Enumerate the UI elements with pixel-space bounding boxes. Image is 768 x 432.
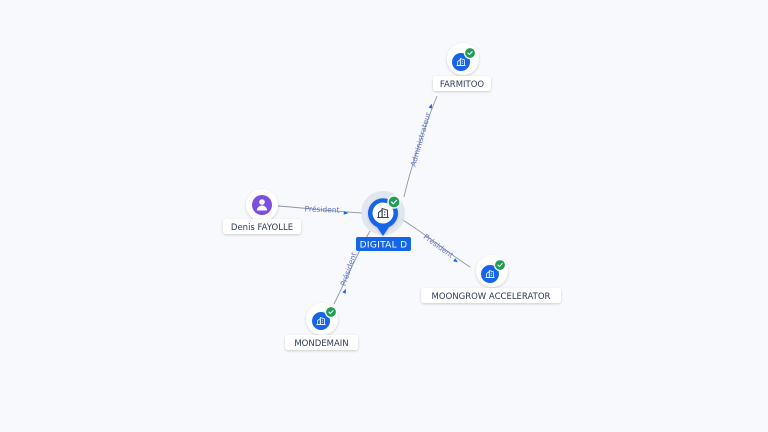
node-disc [252,195,272,215]
label-box [285,335,358,350]
center-pin-inner [372,202,394,224]
edge-line [277,205,363,214]
edge-label: Président [339,251,359,287]
node-label: MONDEMAIN [294,339,348,349]
check-icon [493,258,507,272]
center-node[interactable]: DIGITAL D [356,191,411,251]
label-box [223,219,301,234]
building-icon [377,207,389,219]
edge-label: Président [304,204,339,214]
center-label-badge [356,237,411,251]
edge-label: Administrateur [409,110,433,167]
node-moongrow-accelerator[interactable]: MOONGROW ACCELERATOR [421,255,561,303]
node-label: MOONGROW ACCELERATOR [432,292,551,302]
label-box [433,76,491,91]
label-box [421,288,561,303]
edge-arrow [342,288,347,294]
node-label: FARMITOO [440,80,485,90]
node-disc [312,312,330,330]
edge-arrow [343,211,349,215]
edge-label: Président [422,232,456,260]
edge-line [400,218,471,268]
check-icon [387,195,401,209]
check-icon [463,46,477,60]
center-label: DIGITAL D [360,241,408,251]
node-denis-fayolle[interactable]: Denis FAYOLLE [223,189,301,234]
check-icon [324,305,338,319]
node-label: Denis FAYOLLE [231,223,293,233]
node-disc [452,53,470,71]
node-mondemain[interactable]: MONDEMAIN [285,303,358,350]
edge-line [403,95,438,198]
node-disc [481,265,499,283]
edge-arrow [428,103,432,109]
node-farmitoo[interactable]: FARMITOO [433,43,491,91]
edge-arrow [453,258,458,263]
person-icon [256,199,268,211]
